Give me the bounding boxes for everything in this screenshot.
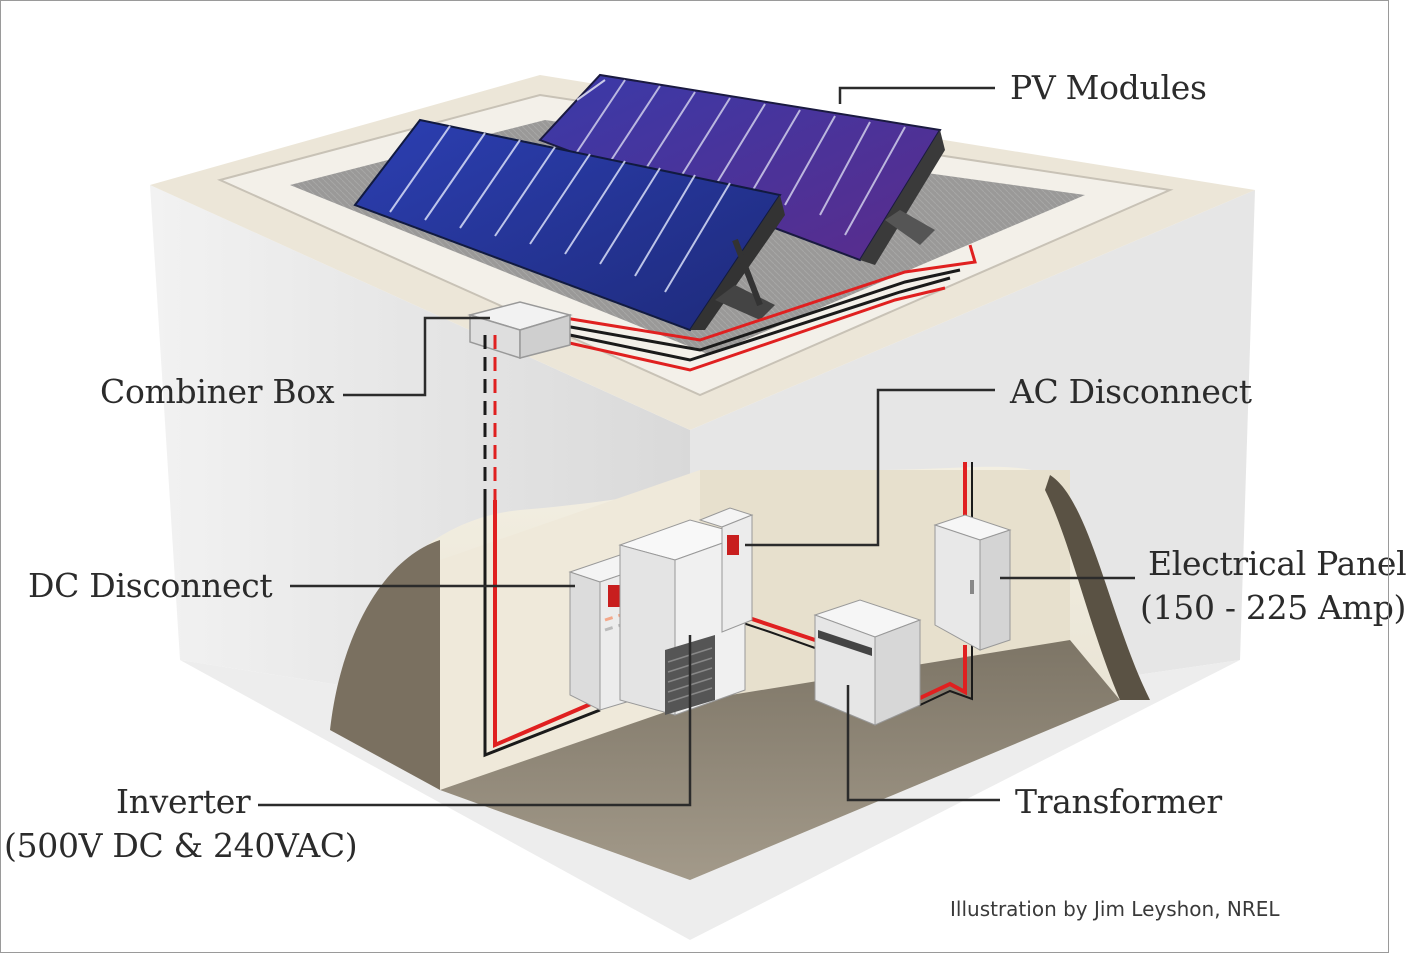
pv-modules-label: PV Modules — [1010, 68, 1207, 107]
dc-disconnect-label: DC Disconnect — [28, 566, 273, 605]
ac-disconnect-label: AC Disconnect — [1010, 372, 1252, 411]
electrical-panel-rating-label: (150 - 225 Amp) — [1140, 588, 1406, 627]
illustration-credit: Illustration by Jim Leyshon, NREL — [950, 897, 1280, 921]
combiner-box-label: Combiner Box — [100, 372, 335, 411]
electrical-panel-label: Electrical Panel — [1148, 544, 1406, 583]
transformer-shape — [813, 599, 922, 726]
ac-disconnect-shape — [698, 507, 754, 633]
inverter-rating-label: (500V DC & 240VAC) — [4, 826, 358, 865]
pv-array-front — [353, 118, 785, 332]
leader-lines — [258, 86, 1135, 807]
transformer-label: Transformer — [1015, 782, 1222, 821]
inverter-label: Inverter — [116, 782, 251, 821]
pv-array-back — [538, 73, 945, 265]
combiner-box-shape — [467, 301, 573, 360]
electrical-panel-shape — [933, 514, 1012, 651]
roof-wiring — [564, 244, 977, 372]
inverter-shape — [618, 519, 747, 716]
